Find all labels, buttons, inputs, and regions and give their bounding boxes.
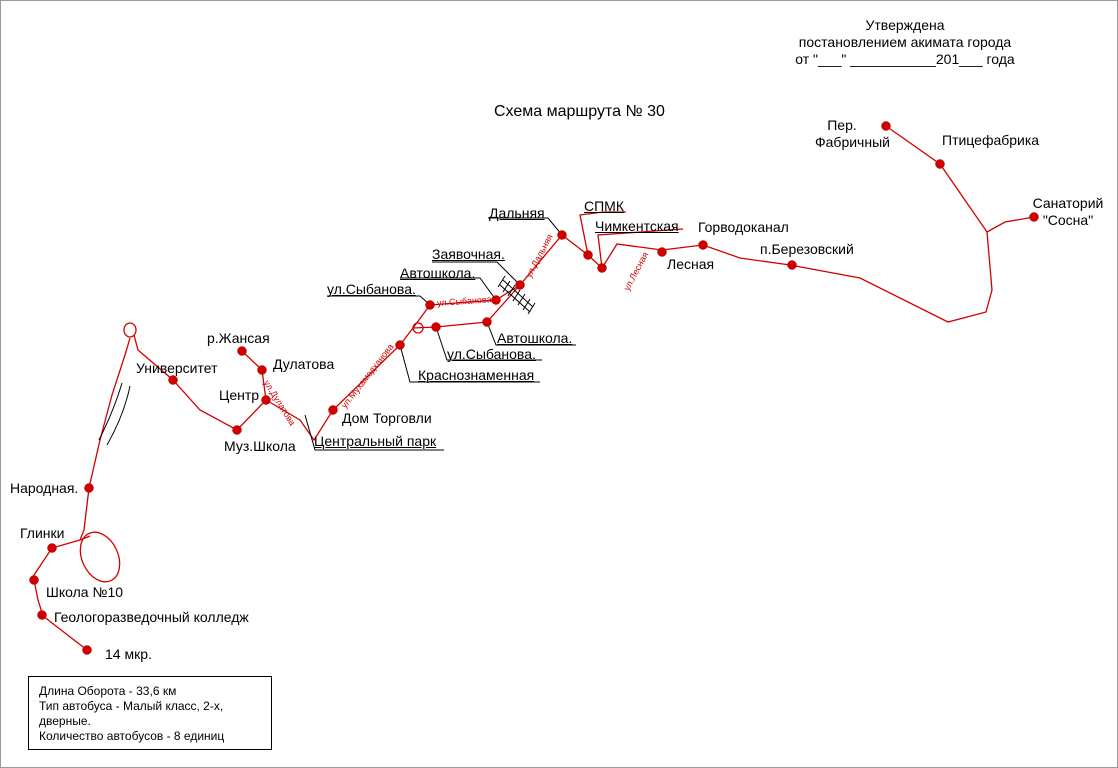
leader-line	[304, 414, 444, 451]
stop-marker	[698, 240, 708, 250]
stop-label-sybanova-top: ул.Сыбанова.	[327, 281, 416, 297]
info-line: Количество автобусов - 8 единиц	[39, 729, 225, 743]
stop-marker	[237, 346, 247, 356]
leader-line	[432, 261, 521, 286]
stop-marker	[168, 375, 178, 385]
stop-marker	[657, 247, 667, 257]
stop-label-muz-shkola: Муз.Школа	[224, 438, 296, 454]
stop-marker	[261, 395, 271, 405]
route-info-box: Длина Оборота - 33,6 км Тип автобуса - М…	[28, 676, 272, 750]
stop-marker	[431, 322, 441, 332]
route-segment	[79, 535, 91, 541]
stop-label-fabrichny: Фабричный	[815, 134, 890, 150]
stop-marker	[583, 250, 593, 260]
railroad-tie	[517, 293, 526, 306]
approval-line: от "___" ___________201___ года	[795, 51, 1015, 67]
leader-line	[486, 321, 576, 346]
stops	[29, 121, 1039, 655]
stop-marker	[425, 300, 435, 310]
stop-label-geolog-college: Геологоразведочный колледж	[54, 609, 249, 625]
route-segment	[133, 334, 267, 431]
stop-label-tsentr: Центр	[219, 387, 260, 403]
stop-label-sosna: "Сосна"	[1042, 212, 1094, 228]
stop-label-shkola-10: Школа №10	[46, 584, 124, 600]
stop-label-dulatova: Дулатова	[273, 356, 335, 372]
approval-block: Утверждена постановлением акимата города…	[760, 17, 1050, 68]
stop-marker	[787, 260, 797, 270]
stop-label-ptitsefabrika: Птицефабрика	[942, 132, 1040, 148]
stop-label-zhansaya: р.Жансая	[207, 330, 270, 346]
stop-label-narodnaya: Народная.	[10, 480, 79, 496]
route-ring	[412, 322, 424, 334]
info-line: Длина Оборота - 33,6 км	[39, 684, 177, 698]
stop-label-per: Пер.	[827, 117, 857, 133]
stop-label-chimkentskaya: Чимкентская	[595, 218, 679, 234]
stop-label-dalnyaya: Дальняя	[489, 205, 545, 221]
stop-marker	[881, 121, 891, 131]
stop-marker	[257, 365, 267, 375]
stop-marker	[328, 405, 338, 415]
info-line: Тип автобуса - Малый класс, 2-х, дверные…	[39, 699, 224, 728]
railroad-tie	[527, 302, 536, 315]
stop-label-gorvodokanal: Горводоканал	[698, 219, 789, 235]
stop-label-berezovsky: п.Березовский	[760, 241, 854, 257]
route-loop	[123, 322, 137, 338]
stop-marker	[29, 575, 39, 585]
map-title: Схема маршрута № 30	[494, 103, 665, 120]
route-loop	[79, 531, 121, 583]
stop-label-glinki: Глинки	[20, 525, 65, 541]
stop-label-zayavochnaya: Заявочная.	[432, 246, 505, 262]
stop-marker	[491, 295, 501, 305]
railroad-tie	[522, 298, 531, 311]
stop-marker	[395, 340, 405, 350]
route-segment	[597, 228, 684, 269]
stop-label-tsentralny-park: Центральный парк	[314, 433, 437, 449]
stop-marker	[557, 230, 567, 240]
stop-label-sybanova-bottom: ул.Сыбанова.	[447, 346, 536, 362]
stop-label-spmk: СПМК	[584, 198, 624, 214]
route-segment	[265, 216, 1035, 442]
stop-marker	[482, 317, 492, 327]
stop-label-avtoshkola-top: Автошкола.	[400, 265, 476, 281]
railroad-tie	[502, 280, 511, 293]
stop-label-dom-torgovli: Дом Торговли	[342, 410, 432, 426]
stop-marker	[515, 280, 525, 290]
leader-line	[399, 344, 540, 383]
railroad-tie	[497, 275, 506, 288]
stop-label-universitet: Университет	[136, 360, 218, 376]
leader-line	[327, 295, 431, 306]
stop-label-sanatoriy: Санаторий	[1032, 195, 1104, 211]
route-path	[33, 125, 1035, 651]
approval-line: постановлением акимата города	[798, 34, 1012, 50]
stop-marker	[935, 159, 945, 169]
stop-label-lesnaya: Лесная	[667, 256, 715, 272]
stop-marker	[84, 483, 94, 493]
bridge	[98, 382, 123, 441]
bridge	[106, 385, 131, 446]
stop-marker	[1029, 212, 1039, 222]
route-segment	[79, 337, 131, 541]
stop-label-avtoshkola-bottom: Автошкола.	[497, 330, 573, 346]
leader-line	[488, 217, 563, 236]
stop-marker	[37, 610, 47, 620]
stop-marker	[232, 425, 242, 435]
stop-marker	[82, 645, 92, 655]
leader-line	[435, 326, 542, 361]
stop-label-krasnoznamennaya: Краснознаменная	[418, 367, 535, 383]
stop-marker	[47, 543, 57, 553]
railroad-tie	[512, 289, 521, 302]
stop-label-14-mkr: 14 мкр.	[105, 646, 152, 662]
route-segment	[579, 211, 626, 256]
stop-marker	[597, 263, 607, 273]
leader-line	[400, 277, 497, 301]
route-segment	[412, 284, 521, 329]
railroad-tie	[507, 284, 516, 297]
approval-line: Утверждена	[865, 17, 945, 33]
